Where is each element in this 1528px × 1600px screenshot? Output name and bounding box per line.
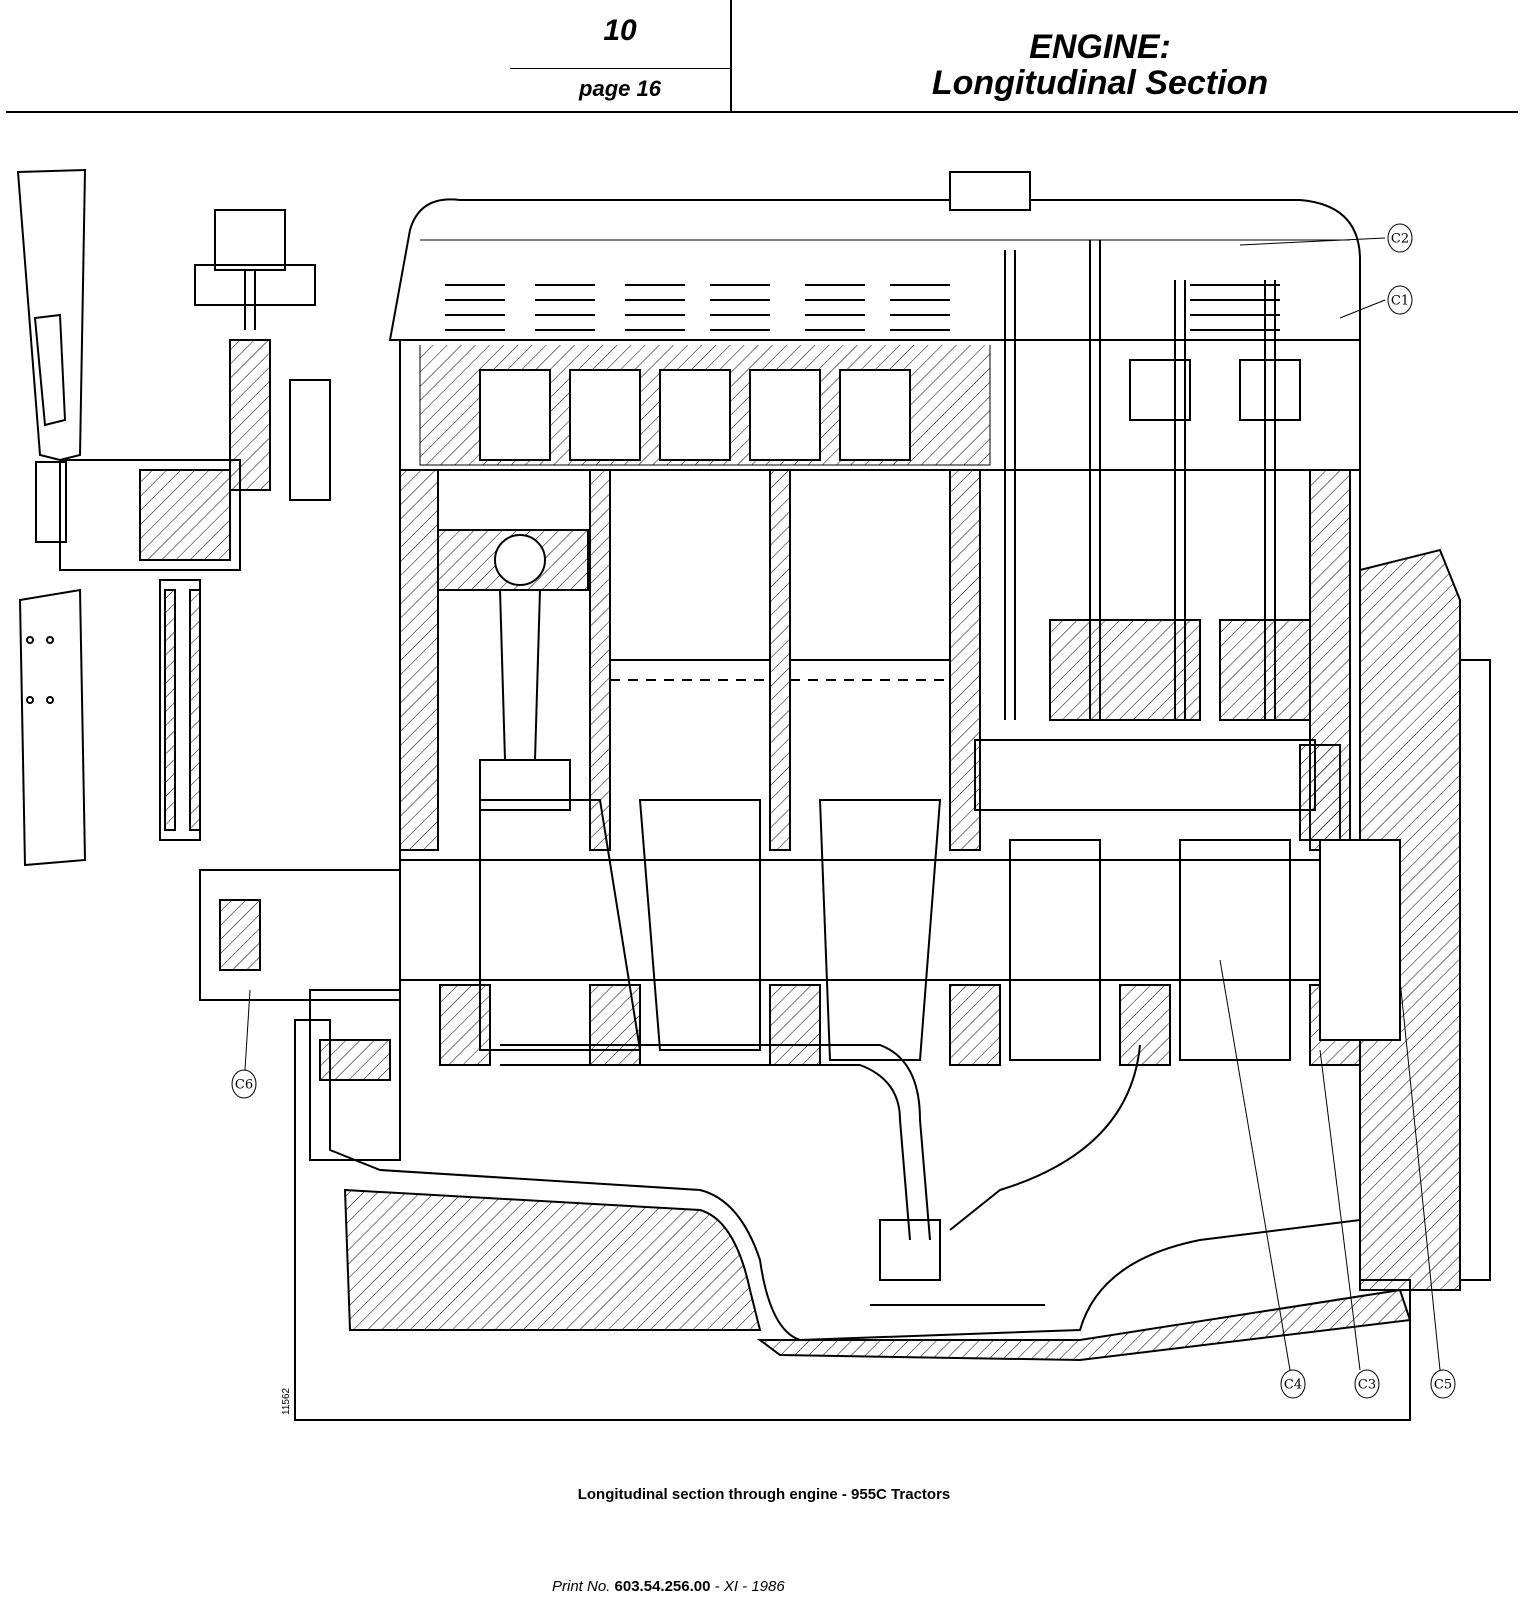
header-rule <box>6 111 1518 113</box>
cylinder-head <box>399 339 1361 471</box>
page-title-line1: ENGINE: <box>1029 28 1171 66</box>
print-prefix: Print No. <box>552 1578 611 1595</box>
page-title-line2: Longitudinal Section <box>931 64 1269 102</box>
camshaft <box>974 739 1341 841</box>
piston <box>437 529 589 811</box>
section-number: 10 <box>603 14 637 47</box>
callout-label-c4: C4 <box>1284 1378 1302 1393</box>
timing-gear <box>199 869 401 1161</box>
callout-c1 <box>1387 285 1413 315</box>
valve-springs <box>445 284 1280 331</box>
callout-c3 <box>1354 1369 1380 1399</box>
print-code: 603.54.256.00 <box>614 1578 711 1595</box>
figure-caption: Longitudinal section through engine - 95… <box>577 1486 951 1503</box>
page-label: page 16 <box>579 76 661 101</box>
engine-block <box>399 469 1361 861</box>
callout-label-c6: C6 <box>235 1078 253 1093</box>
flywheel <box>1319 548 1491 1291</box>
print-number: Print No. 603.54.256.00 - XI - 1986 <box>552 1578 785 1595</box>
water-pump <box>194 209 331 501</box>
rocker-cover <box>388 171 1361 341</box>
engine-section-drawing: C2 C1 C6 C4 C3 C5 <box>16 168 1491 1421</box>
callout-c4 <box>1280 1369 1306 1399</box>
figure-number: 11562 <box>281 1387 292 1415</box>
callout-c5 <box>1430 1369 1456 1399</box>
header-divider-vertical <box>730 0 732 112</box>
callout-c2-top <box>1387 223 1413 253</box>
callout-label-c1: C1 <box>1391 294 1409 309</box>
oil-pickup <box>500 1044 1141 1306</box>
callout-label-c2-top: C2 <box>1391 232 1409 247</box>
fan-blade-group <box>16 168 87 867</box>
callout-c6 <box>231 1069 257 1099</box>
oil-sump <box>294 1019 1412 1421</box>
callout-leaders <box>244 237 1441 1371</box>
print-date: XI - 1986 <box>723 1578 785 1595</box>
callout-label-c3: C3 <box>1358 1378 1376 1393</box>
header-divider-section <box>510 68 730 69</box>
pushrods <box>1004 240 1276 720</box>
front-hub <box>59 459 241 841</box>
callout-label-c5: C5 <box>1434 1378 1452 1393</box>
